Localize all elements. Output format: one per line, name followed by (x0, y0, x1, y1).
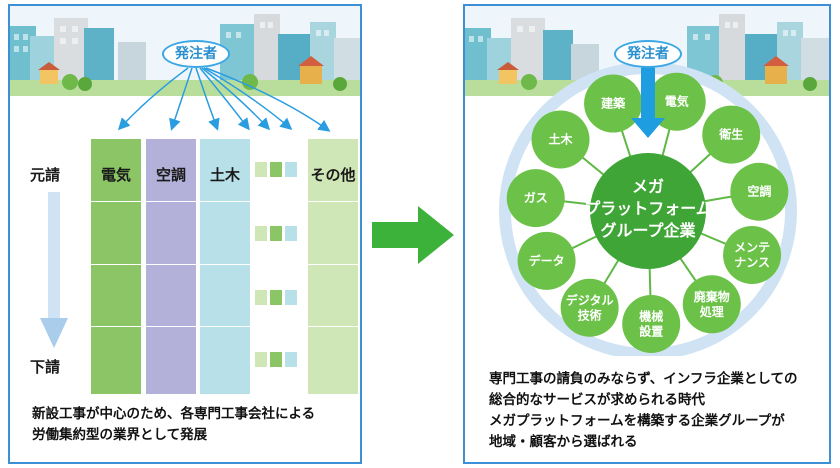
service-node-label: 空調 (747, 184, 771, 199)
client-oval (162, 40, 230, 68)
column-header-electric: 電気 (100, 166, 131, 184)
client-down-arrow-shaft (641, 64, 655, 120)
service-node-label: ナンス (734, 255, 770, 269)
left-panel: 発注者 (8, 4, 362, 464)
platform-diagram: 建築電気衛生空調メンテナンス廃棄物処理機械設置デジタル技術データガス土木 メガ … (499, 62, 797, 356)
center-circle (590, 153, 706, 269)
right-caption-line-2: 総合的なサービスが求められる時代 (489, 392, 705, 408)
service-node-label: 廃棄物 (694, 289, 730, 304)
service-node (531, 110, 590, 169)
center-label-line-2: プラットフォーム (584, 199, 712, 218)
client-arrows (117, 67, 331, 132)
right-caption-line-3: メガプラットフォームを構築する企業グループが (489, 413, 785, 429)
service-node-label: 処理 (699, 304, 724, 319)
client-label: 発注者 (627, 46, 669, 62)
column-header-hvac: 空調 (155, 166, 186, 184)
left-caption-line-1: 新設工事が中心のため、各専門工事会社による (32, 406, 316, 422)
transition-arrow (372, 206, 454, 264)
down-arrow (40, 192, 68, 348)
service-node-label: メンテ (734, 240, 770, 254)
row-divider (91, 201, 358, 202)
center-label-line-3: グループ企業 (600, 221, 696, 240)
service-node-label: ガス (524, 190, 548, 205)
service-node (682, 275, 741, 334)
service-node-label: 機械 (639, 308, 663, 323)
service-node-label: デジタル (566, 292, 614, 307)
service-node (506, 169, 565, 228)
row-divider (91, 264, 358, 265)
service-node (730, 162, 789, 221)
service-node (622, 294, 681, 353)
column-header-civil: 土木 (209, 166, 240, 184)
service-node-label: 設置 (639, 323, 663, 338)
right-panel: 建築電気衛生空調メンテナンス廃棄物処理機械設置デジタル技術データガス土木 メガ … (463, 4, 831, 464)
right-caption-line-4: 地域・顧客から選ばれる (489, 434, 638, 450)
service-node-label: 建築 (600, 96, 626, 111)
service-node-label: 土木 (549, 131, 574, 146)
service-node-label: 技術 (578, 307, 602, 322)
service-node-label: 電気 (665, 94, 689, 109)
column-other (308, 139, 358, 394)
column-electric (91, 139, 141, 394)
row-divider (91, 326, 358, 327)
service-node (723, 225, 782, 284)
column-civil (200, 139, 250, 394)
service-node (584, 74, 643, 133)
service-node-label: 衛生 (718, 127, 743, 142)
service-node (517, 231, 576, 290)
column-hvac (146, 139, 196, 394)
client-down-arrow-head (631, 118, 665, 138)
subcontractor-label: 下請 (30, 358, 61, 376)
misc-squares (255, 162, 305, 382)
client-label: 発注者 (175, 46, 217, 62)
service-node-label: データ (529, 253, 565, 268)
right-caption-line-1: 専門工事の請負のみならず、インフラ企業としての (489, 371, 798, 387)
service-node (647, 72, 706, 131)
prime-contractor-label: 元請 (30, 166, 61, 184)
column-header-other: その他 (310, 166, 356, 184)
left-caption-line-2: 労働集約型の業界として発展 (32, 427, 208, 443)
service-node (560, 278, 619, 337)
center-label-line-1: メガ (632, 177, 664, 196)
client-oval (614, 40, 682, 68)
service-node (702, 105, 761, 164)
